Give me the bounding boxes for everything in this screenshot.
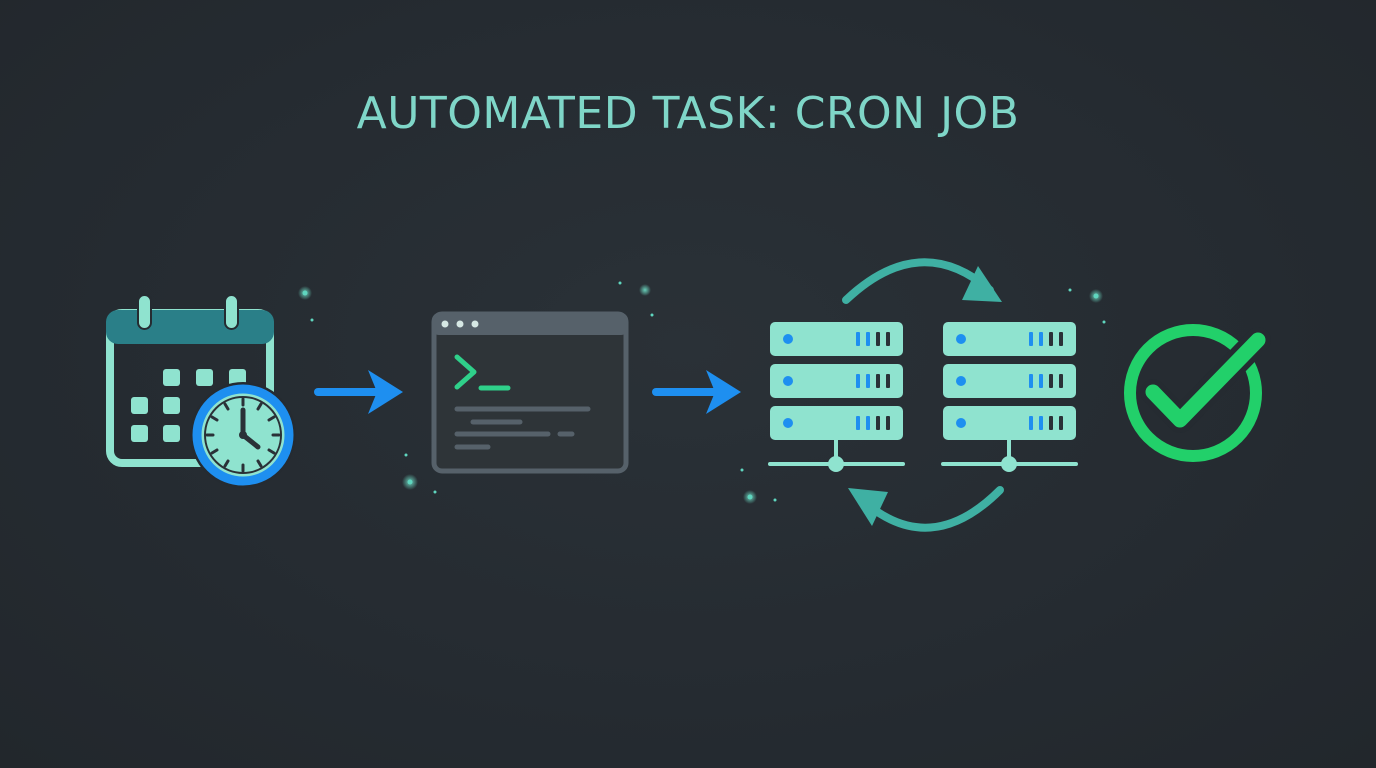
- sparkle-dots: [298, 281, 1106, 504]
- clock-icon: [190, 382, 296, 488]
- sync-arrows-icon: [842, 258, 1004, 532]
- check-circle-icon: [1124, 324, 1271, 462]
- server-rack: [943, 406, 1076, 440]
- server-rack: [770, 322, 903, 356]
- server-icon: [941, 322, 1078, 472]
- server-rack: [770, 364, 903, 398]
- server-rack: [770, 406, 903, 440]
- terminal-window-icon: [431, 311, 629, 474]
- server-rack: [943, 322, 1076, 356]
- calendar-clock-icon: [106, 294, 296, 488]
- arrow-right-icon: [314, 370, 403, 414]
- server-icon: [768, 322, 905, 472]
- arrow-right-icon: [652, 370, 741, 414]
- diagram-title: AUTOMATED TASK: CRON JOB: [356, 88, 1020, 139]
- server-rack: [943, 364, 1076, 398]
- calendar-icon: [106, 294, 274, 467]
- terminal-prompt-icon: [454, 354, 511, 391]
